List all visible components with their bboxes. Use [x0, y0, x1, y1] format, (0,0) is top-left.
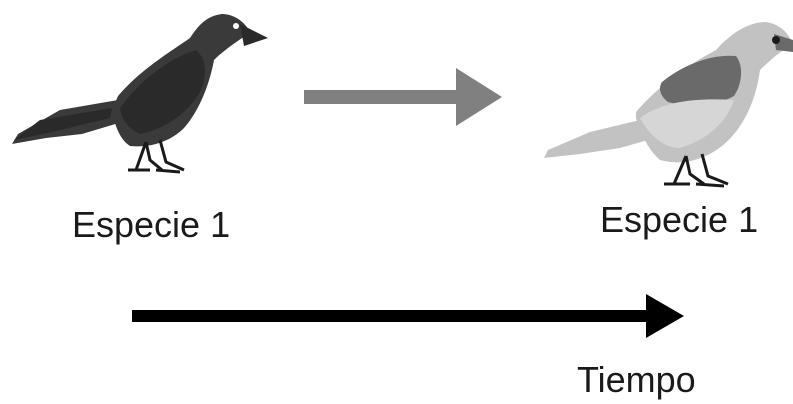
right-bird-label: Especie 1	[600, 199, 758, 240]
right-bird-legs	[664, 153, 729, 188]
arrow-right-icon	[304, 68, 502, 126]
left-bird-label: Especie 1	[72, 204, 230, 245]
right-bird-wing	[660, 55, 742, 106]
right-bird-lower-wing	[640, 99, 734, 148]
right-bird-tail	[544, 120, 648, 158]
transition-arrow-shaft	[304, 90, 462, 104]
light-bird-icon	[544, 22, 793, 188]
time-axis-label: Tiempo	[577, 359, 696, 400]
left-bird-tail-feather	[14, 108, 112, 140]
left-bird-eye	[233, 23, 239, 29]
left-bird-legs	[128, 139, 185, 174]
transition-arrow-head	[456, 68, 502, 126]
right-bird-eye	[772, 36, 780, 44]
time-arrow-head	[646, 294, 684, 338]
left-bird-beak	[240, 24, 268, 46]
time-arrow-shaft	[132, 310, 654, 322]
left-bird-wing	[120, 50, 205, 134]
time-arrow-icon	[132, 294, 684, 338]
dark-bird-icon	[12, 14, 268, 174]
